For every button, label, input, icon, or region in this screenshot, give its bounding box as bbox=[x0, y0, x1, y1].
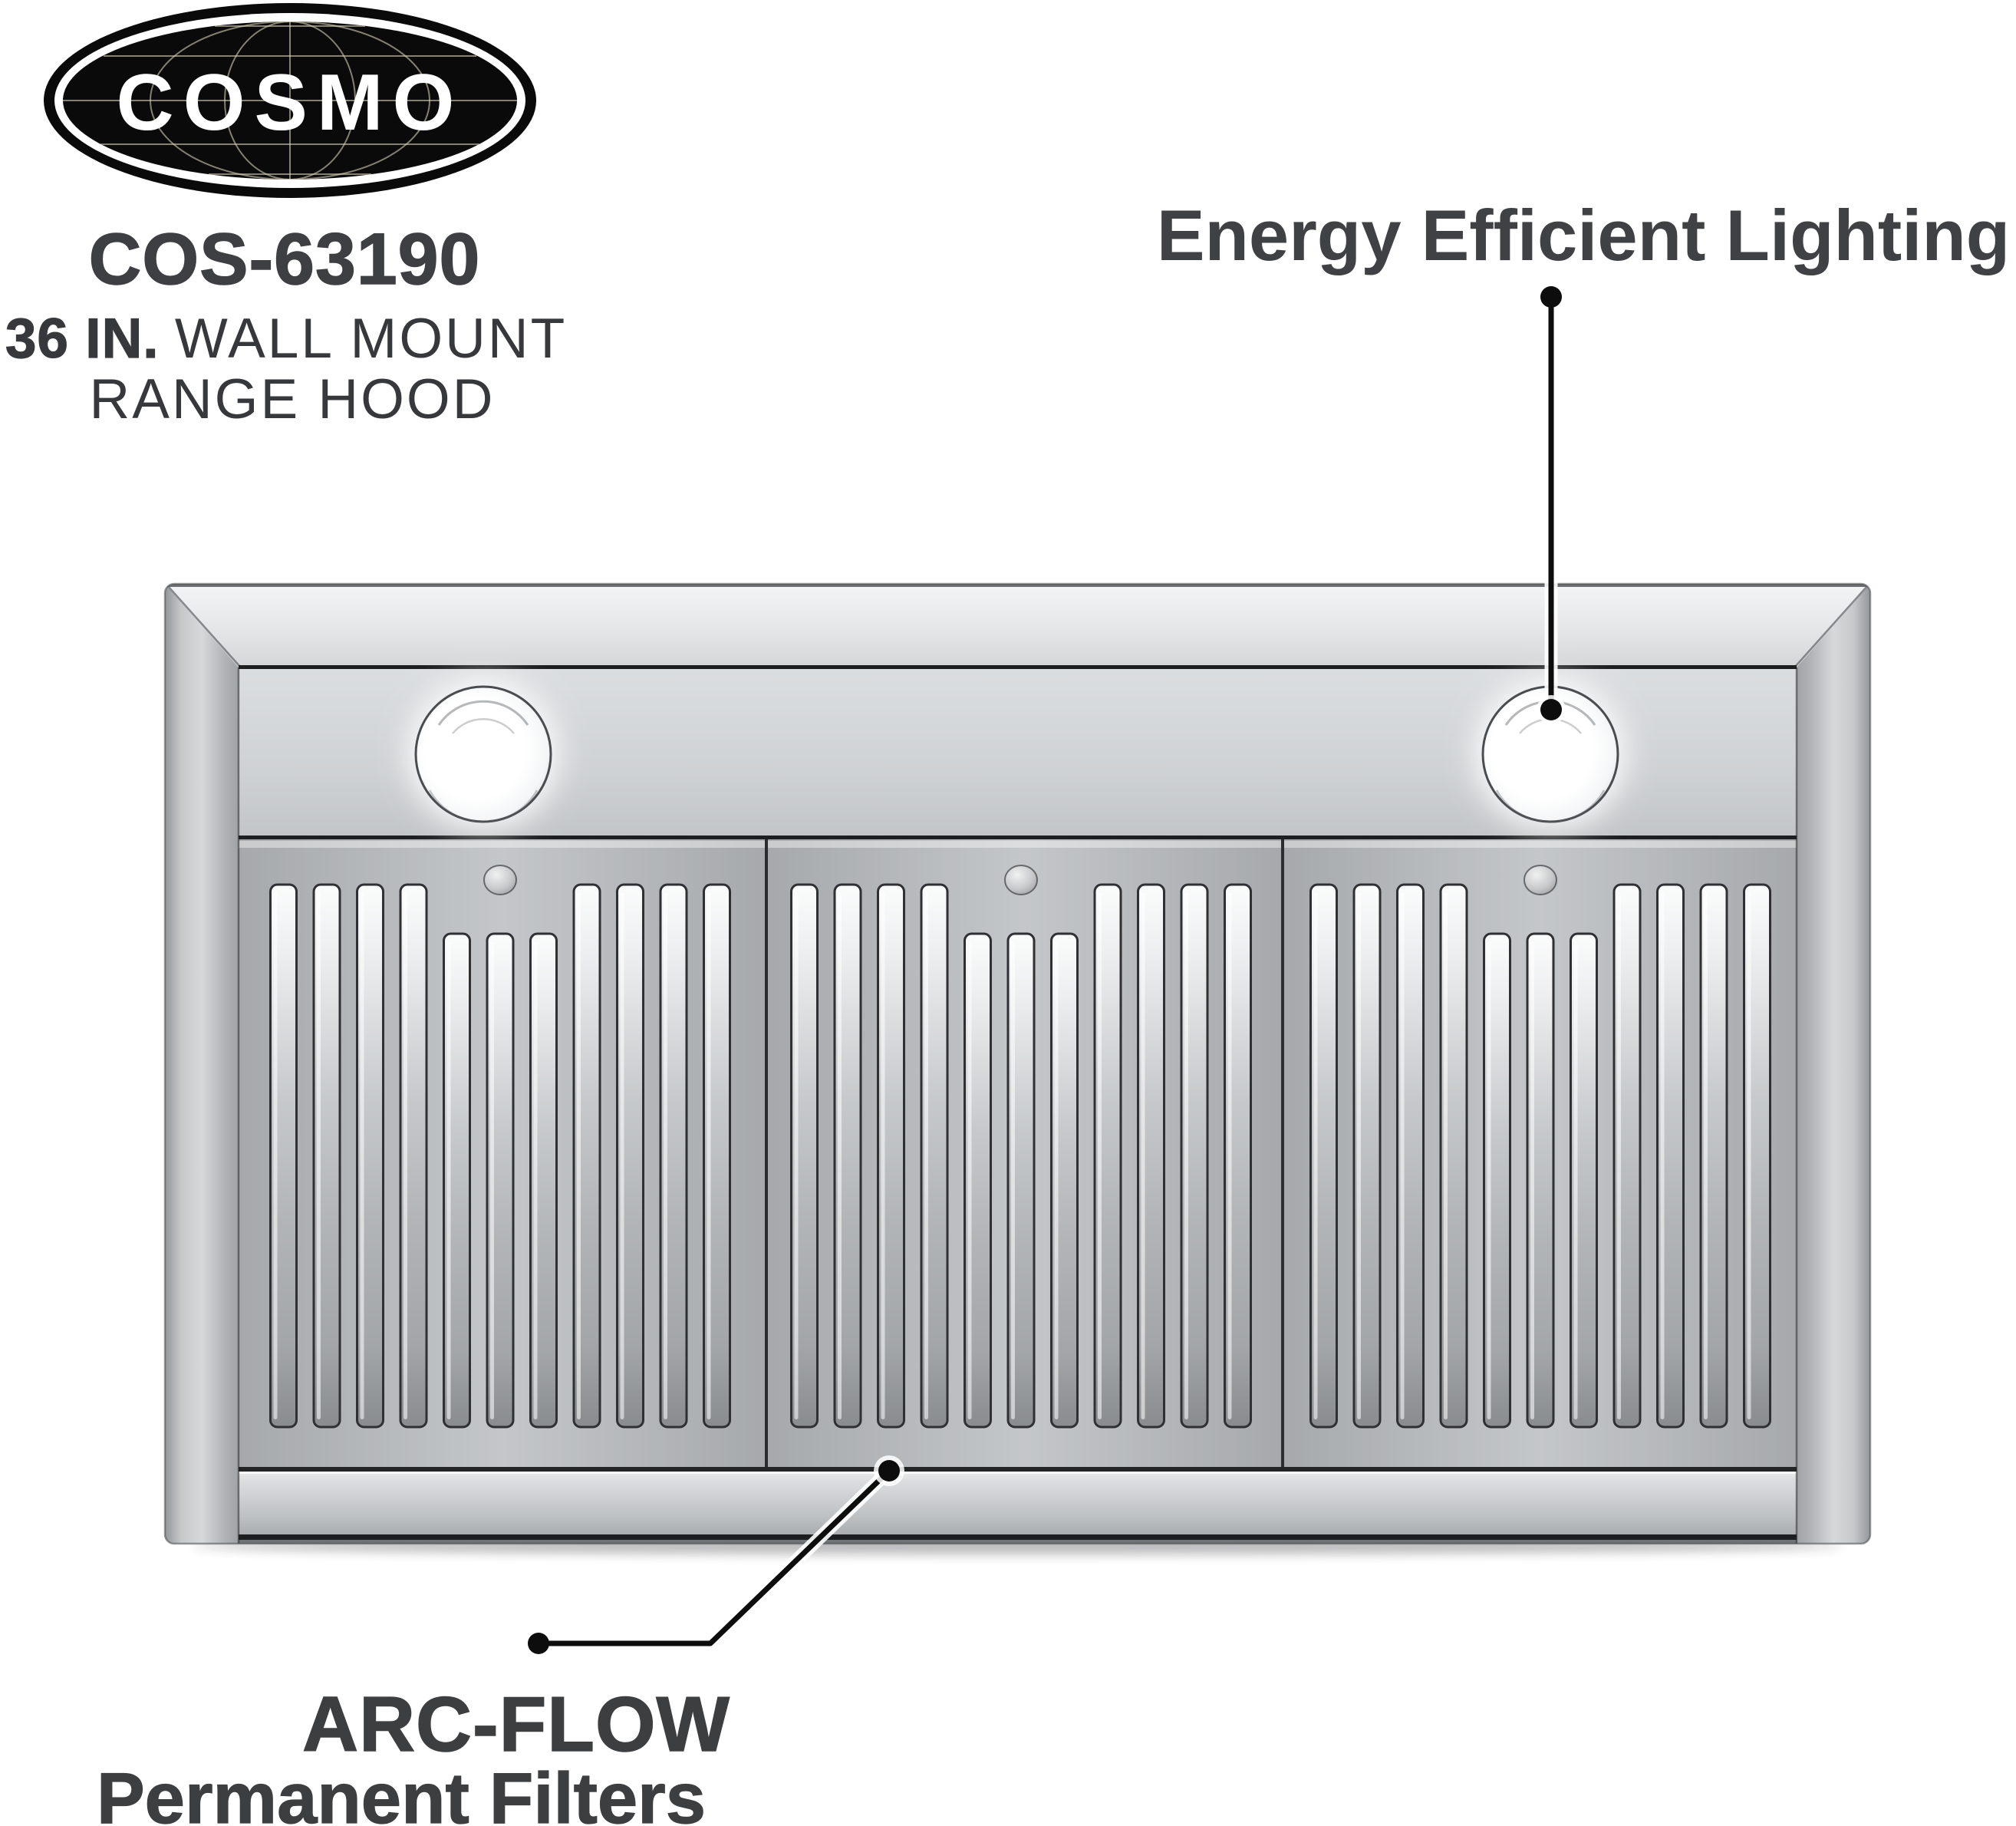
baffle-slot-highlight bbox=[1617, 892, 1621, 1419]
thumbscrew bbox=[483, 865, 517, 895]
baffle-slot-highlight bbox=[317, 892, 321, 1419]
baffle-slot-highlight bbox=[838, 892, 842, 1419]
hood-right-frame bbox=[1797, 584, 1870, 1544]
baffle-slot-highlight bbox=[1573, 941, 1578, 1419]
baffle-slot-highlight bbox=[620, 892, 624, 1419]
hood-top-bevel bbox=[165, 584, 1870, 667]
hood-body bbox=[165, 584, 1870, 1544]
baffle-slot-highlight bbox=[1400, 892, 1405, 1419]
callout-dot bbox=[878, 1460, 900, 1482]
baffle-slot-highlight bbox=[967, 941, 972, 1419]
callout-dot bbox=[1540, 286, 1562, 308]
label-arc-flow: ARC-FLOW bbox=[301, 1682, 730, 1768]
baffle-slot-highlight bbox=[1054, 941, 1059, 1419]
baffle-slot-highlight bbox=[794, 892, 799, 1419]
baffle-slot-highlight bbox=[664, 892, 667, 1419]
model-number: COS-63190 bbox=[88, 219, 481, 300]
globe-icon: COSMO bbox=[44, 3, 536, 198]
baffle-slots bbox=[269, 883, 1771, 1429]
cosmo-logo: COSMO bbox=[44, 3, 536, 198]
baffle-slot-highlight bbox=[1747, 892, 1751, 1419]
product-type-line: RANGE HOOD bbox=[89, 368, 496, 430]
baffle-slot-highlight bbox=[1011, 941, 1015, 1419]
thumbscrew bbox=[1524, 865, 1557, 895]
hood-outline bbox=[163, 582, 1872, 1545]
baffle-slot-highlight bbox=[1660, 892, 1665, 1419]
callout-dot bbox=[1540, 699, 1562, 720]
size-rest-text: WALL MOUNT bbox=[174, 308, 568, 370]
baffle-slot-highlight bbox=[707, 892, 711, 1419]
baffle-slot-highlight bbox=[1184, 892, 1188, 1419]
baffle-slot-highlight bbox=[360, 892, 364, 1419]
baffle-slot-highlight bbox=[490, 941, 494, 1419]
baffle-slot-highlight bbox=[1704, 892, 1708, 1419]
baffle-slot-highlight bbox=[404, 892, 407, 1419]
baffle-slot-highlight bbox=[1098, 892, 1102, 1419]
baffle-slot-highlight bbox=[1227, 892, 1232, 1419]
baffle-slot-highlight bbox=[1530, 941, 1534, 1419]
label-energy-efficient-lighting: Energy Efficient Lighting bbox=[1156, 195, 2011, 275]
callout-lighting bbox=[1537, 286, 1566, 724]
size-bold-text: 36 IN. bbox=[5, 308, 160, 370]
left-light bbox=[414, 685, 552, 823]
baffle-slot-highlight bbox=[1141, 892, 1145, 1419]
baffle-slot-highlight bbox=[533, 941, 538, 1419]
label-permanent-filters: Permanent Filters bbox=[96, 1758, 707, 1826]
baffle-slot-highlight bbox=[881, 892, 885, 1419]
baffle-slot-highlight bbox=[577, 892, 581, 1419]
filter-area bbox=[239, 839, 1797, 1472]
hood-left-frame bbox=[165, 584, 239, 1544]
callout-dot bbox=[528, 1633, 549, 1654]
baffle-slot-highlight bbox=[1444, 892, 1448, 1419]
bottom-apron bbox=[239, 1467, 1797, 1544]
callout-filters bbox=[528, 1455, 904, 1654]
product-size-line: 36 IN. WALL MOUNT bbox=[5, 308, 568, 370]
baffle-slot-highlight bbox=[924, 892, 928, 1419]
thumbscrew bbox=[1004, 865, 1038, 895]
baffle-slot-highlight bbox=[446, 941, 451, 1419]
baffle-slot-highlight bbox=[1487, 941, 1491, 1419]
baffle-slot-highlight bbox=[1313, 892, 1318, 1419]
baffle-slot-highlight bbox=[273, 892, 278, 1419]
logo-cosmo-text: COSMO bbox=[117, 58, 464, 147]
baffle-slot-highlight bbox=[1357, 892, 1361, 1419]
